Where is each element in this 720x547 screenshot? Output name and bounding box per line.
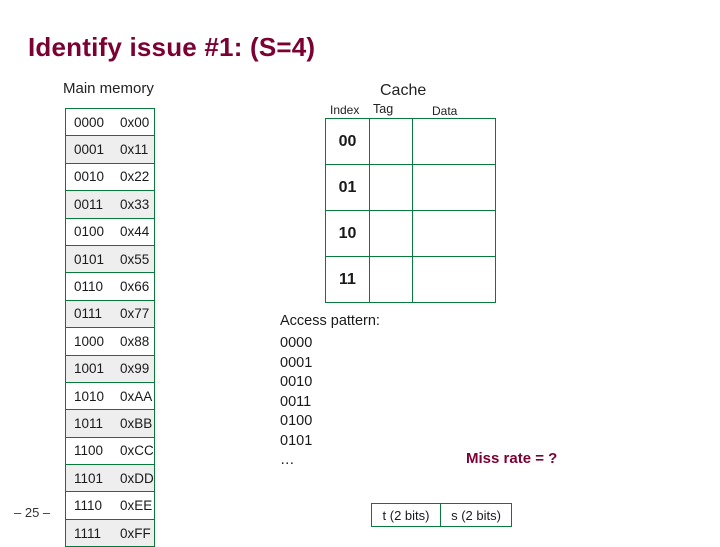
memory-address: 0010 <box>74 169 105 185</box>
memory-address: 0000 <box>74 114 105 130</box>
cache-index-cell: 10 <box>325 210 370 257</box>
list-item: 0011 <box>280 393 312 410</box>
memory-address: 1100 <box>74 443 104 459</box>
table-row: 0001 0x11 <box>65 135 155 164</box>
list-item: 0000 <box>280 335 313 351</box>
memory-value: 0x88 <box>120 333 150 349</box>
memory-address: 1011 <box>74 415 104 431</box>
table-row: 1001 0x99 <box>65 354 155 383</box>
table-row: 1110 0xEE <box>65 491 155 520</box>
table-row: 0010 0x22 <box>65 162 155 192</box>
list-item: 0101 <box>280 432 313 449</box>
memory-value: 0x11 <box>120 142 149 158</box>
cache-data-cell <box>412 164 496 211</box>
memory-value: 0x77 <box>120 306 150 322</box>
tag-bits-cell: t (2 bits) <box>371 503 441 527</box>
memory-value: 0x44 <box>120 224 150 240</box>
address-bits-diagram: t (2 bits) s (2 bits) <box>371 503 512 527</box>
cache-heading: Cache <box>380 82 427 99</box>
table-row: 0100 0x44 <box>65 217 155 246</box>
access-pattern-title: Access pattern: <box>280 313 380 329</box>
table-row: 00 <box>325 118 496 165</box>
table-row: 11 <box>325 256 496 303</box>
cache-column-tag-label: Tag <box>373 102 394 116</box>
cache-tag-cell <box>369 256 413 303</box>
miss-rate-label: Miss rate = ? <box>466 450 558 467</box>
memory-address: 0011 <box>74 196 104 212</box>
table-row: 0000 0x00 <box>65 107 155 137</box>
cache-table: 00 01 10 11 <box>325 118 496 303</box>
memory-value: 0x55 <box>120 251 150 267</box>
memory-address: 0111 <box>74 306 103 322</box>
memory-value: 0xBB <box>120 415 153 431</box>
table-row: 1100 0xCC <box>65 436 155 466</box>
cache-column-data-label: Data <box>432 104 458 118</box>
table-row: 10 <box>325 210 496 257</box>
access-pattern-list: 0000 0001 0010 0011 0100 0101 … <box>280 334 312 471</box>
list-item: 0010 <box>280 374 313 390</box>
cache-data-cell <box>412 210 496 257</box>
cache-index-cell: 01 <box>325 164 370 211</box>
memory-address: 0110 <box>74 279 104 295</box>
cache-data-cell <box>412 118 496 165</box>
table-row: 1010 0xAA <box>65 381 155 411</box>
memory-value: 0xFF <box>120 525 151 541</box>
memory-address: 0001 <box>74 142 105 158</box>
memory-address: 1000 <box>74 333 105 349</box>
memory-address: 0100 <box>74 224 105 240</box>
table-row: 0011 0x33 <box>65 190 155 219</box>
memory-value: 0x66 <box>120 279 150 295</box>
set-bits-cell: s (2 bits) <box>441 503 512 527</box>
memory-value: 0x99 <box>120 361 150 377</box>
memory-address: 0101 <box>74 251 105 267</box>
memory-address: 1010 <box>74 388 105 404</box>
main-memory-table: 0000 0x00 0001 0x11 0010 0x22 0011 0x33 0100… <box>65 107 155 547</box>
memory-value: 0x33 <box>120 196 150 212</box>
memory-value: 0xCC <box>120 443 154 459</box>
memory-address: 1001 <box>74 361 105 377</box>
memory-value: 0xEE <box>120 498 153 514</box>
table-row: 0111 0x77 <box>65 299 155 329</box>
cache-tag-cell <box>369 118 413 165</box>
cache-index-cell: 00 <box>325 118 370 165</box>
cache-index-cell: 11 <box>325 256 370 303</box>
table-row: 1011 0xBB <box>65 409 155 438</box>
table-row: 0101 0x55 <box>65 244 155 274</box>
slide-number: – 25 – <box>14 505 51 520</box>
memory-value: 0x22 <box>120 169 150 185</box>
list-item: … <box>280 452 295 468</box>
memory-value: 0x00 <box>120 114 150 130</box>
memory-value: 0xDD <box>120 470 154 486</box>
table-row: 1000 0x88 <box>65 327 155 356</box>
memory-address: 1101 <box>74 470 104 486</box>
table-row: 1111 0xFF <box>65 518 155 547</box>
cache-tag-cell <box>369 210 413 257</box>
main-memory-heading: Main memory <box>63 80 154 97</box>
list-item: 0001 <box>280 354 313 371</box>
memory-address: 1110 <box>74 498 103 514</box>
list-item: 0100 <box>280 413 313 429</box>
table-row: 0110 0x66 <box>65 272 155 301</box>
cache-data-cell <box>412 256 496 303</box>
memory-address: 1111 <box>74 525 102 541</box>
cache-column-index-label: Index <box>330 103 360 117</box>
table-row: 1101 0xDD <box>65 464 155 493</box>
memory-value: 0xAA <box>120 388 153 404</box>
cache-tag-cell <box>369 164 413 211</box>
table-row: 01 <box>325 164 496 211</box>
page-title: Identify issue #1: (S=4) <box>28 32 316 62</box>
